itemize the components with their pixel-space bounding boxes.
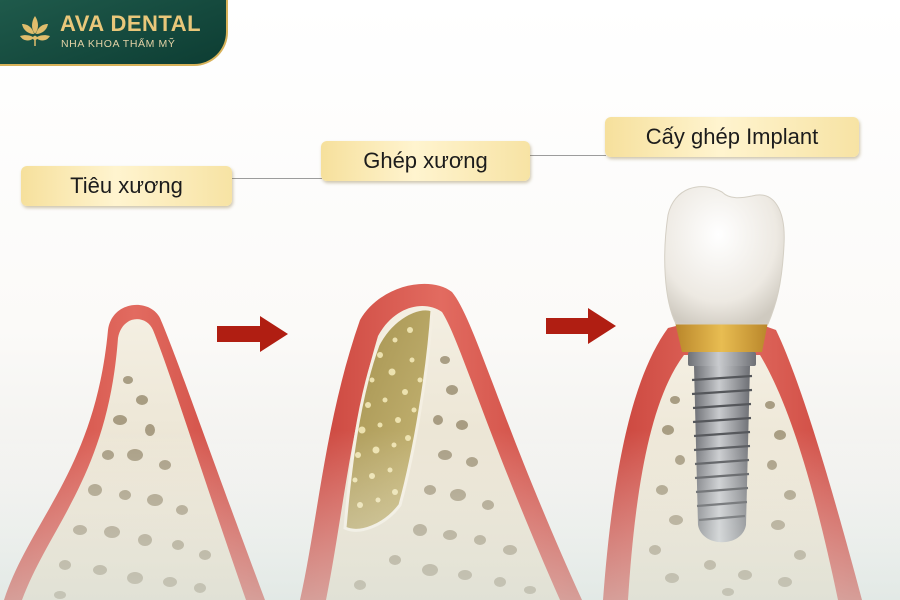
stage-label-bone-loss: Tiêu xương [21, 166, 232, 206]
arrow-icon [217, 316, 288, 352]
brand-header: AVA DENTAL NHA KHOA THẨM MỸ [0, 0, 228, 66]
bottom-fade [0, 430, 900, 600]
stage-label-text: Ghép xương [363, 148, 488, 173]
tooth-crown [664, 186, 785, 325]
connector-line [530, 155, 606, 156]
brand-name: AVA DENTAL [60, 11, 202, 36]
implant-abutment [675, 322, 768, 352]
stage-label-implant: Cấy ghép Implant [605, 117, 859, 157]
connector-line [232, 178, 322, 179]
brand-tagline: NHA KHOA THẨM MỸ [61, 38, 176, 50]
stage-label-text: Cấy ghép Implant [645, 124, 819, 149]
stage-label-text: Tiêu xương [70, 173, 183, 198]
stage-label-bone-graft: Ghép xương [321, 141, 530, 181]
lotus-icon [20, 16, 50, 46]
arrow-icon [546, 308, 616, 344]
